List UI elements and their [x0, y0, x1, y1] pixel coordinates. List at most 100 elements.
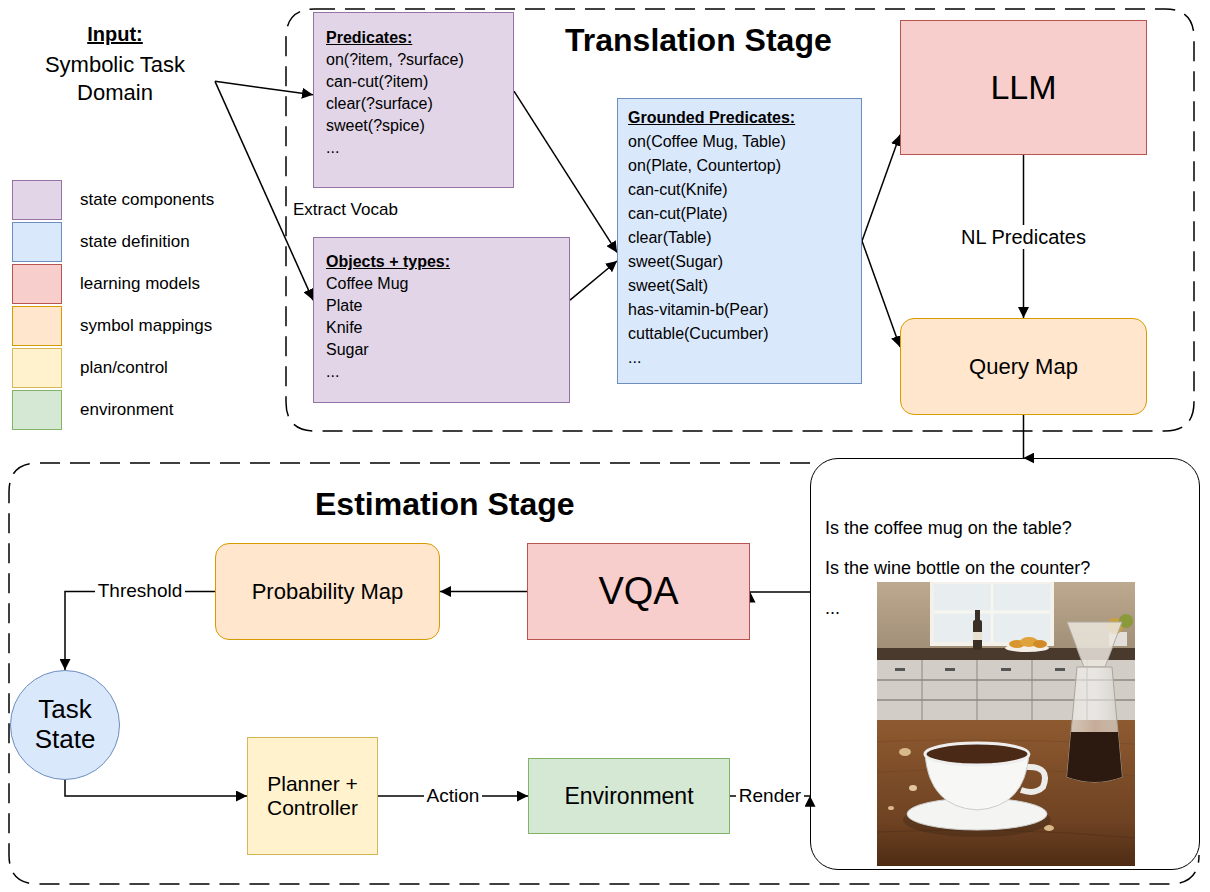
legend-swatch: [12, 306, 62, 346]
box-text: clear(?surface): [326, 93, 501, 115]
illustration-part: [932, 611, 1052, 614]
predicates-box: Predicates:on(?item, ?surface)can-cut(?i…: [313, 12, 514, 188]
box-text: cuttable(Cucumber): [628, 322, 851, 346]
edge-label: Threshold: [95, 580, 186, 603]
box-text: Plate: [326, 295, 557, 317]
connector: [65, 780, 247, 796]
box-text: on(Plate, Countertop): [628, 154, 851, 178]
connector: [215, 81, 313, 94]
box-text: Task State: [11, 695, 119, 755]
probability-map-box: Probability Map: [215, 543, 440, 640]
stage-region: Estimation Stage Is the coffee mug on the…: [8, 462, 1200, 885]
box-text: can-cut(?item): [326, 71, 501, 93]
illustration-part: [973, 620, 982, 650]
connector: [862, 135, 900, 241]
coffee-cup: [903, 743, 1051, 837]
box-text: Sugar: [326, 339, 557, 361]
box-text: sweet(Sugar): [628, 250, 851, 274]
box-text: Environment: [564, 783, 693, 809]
illustration-part: [877, 720, 1135, 866]
box-heading: Predicates:: [326, 27, 501, 49]
edge-label: Render: [736, 785, 804, 808]
connector: [750, 591, 810, 593]
box-text: Probability Map: [252, 579, 404, 604]
box-text: has-vitamin-b(Pear): [628, 298, 851, 322]
connector: [440, 591, 527, 593]
dashed-border: [9, 463, 1199, 884]
illustration-part: [945, 668, 955, 671]
legend-text: learning models: [80, 274, 200, 294]
box-text: clear(Table): [628, 226, 851, 250]
illustration-part: [1033, 640, 1047, 648]
box-text: Planner + Controller: [248, 772, 377, 820]
dashed-border: [286, 9, 1194, 431]
illustration-part: [1055, 668, 1065, 671]
query-text: Is the coffee mug on the table?: [825, 517, 1185, 539]
connector: [570, 261, 617, 300]
box-text: LLM: [990, 68, 1056, 107]
box-text: can-cut(Plate): [628, 202, 851, 226]
illustration-part: [1001, 668, 1011, 671]
illustration-part: [899, 748, 911, 756]
vqa-box: VQA: [527, 543, 750, 640]
legend-text: plan/control: [80, 358, 168, 378]
environment-box: Environment: [528, 758, 730, 834]
stage-region: Translation Stage Predicates:on(?item, ?s…: [285, 8, 1195, 432]
illustration-part: [977, 660, 978, 720]
connector: [215, 81, 313, 300]
coffee-maker: [1067, 622, 1122, 782]
stage-title: Translation Stage: [565, 21, 832, 59]
box-text: ...: [326, 361, 557, 383]
edge-label: Action: [424, 785, 483, 808]
box-text: sweet(Salt): [628, 274, 851, 298]
connector: [378, 795, 528, 797]
input-label: Input:Symbolic Task Domain: [15, 20, 215, 112]
connector: [1023, 415, 1025, 458]
box-text: can-cut(Knife): [628, 178, 851, 202]
planner-controller-box: Planner + Controller: [247, 737, 378, 855]
box-text: on(?item, ?surface): [326, 49, 501, 71]
illustration-part: [1067, 622, 1122, 667]
stage-title: Estimation Stage: [315, 485, 575, 523]
connector: [1023, 155, 1025, 318]
box-text: VQA: [598, 570, 678, 614]
connector: [65, 592, 215, 671]
query-map-box: Query Map: [900, 318, 1147, 415]
illustration-part: [925, 743, 1029, 765]
illustration-part: [1032, 660, 1033, 720]
kitchen-illustration: [877, 582, 1135, 866]
box-text: ...: [628, 346, 851, 370]
objects-box: Objects + types:Coffee MugPlateKnifeSuga…: [313, 237, 570, 403]
box-text: ...: [326, 137, 501, 159]
illustration-part: [1067, 732, 1122, 782]
edge-label: NL Predicates: [958, 225, 1089, 249]
task-state-circle: Task State: [10, 670, 120, 780]
legend-text: symbol mappings: [80, 316, 212, 336]
query-text: ...: [825, 597, 1185, 619]
illustration-part: [932, 582, 1052, 644]
legend-swatch: [12, 222, 62, 262]
illustration-part: [973, 632, 982, 640]
box-text: Symbolic Task Domain: [15, 51, 215, 106]
query-text: Is the wine bottle on the counter?: [825, 557, 1185, 579]
legend-swatch: [12, 390, 62, 430]
box-text: Knife: [326, 317, 557, 339]
legend-text: environment: [80, 400, 174, 420]
box-text: Coffee Mug: [326, 273, 557, 295]
illustration-part: [1067, 667, 1122, 782]
llm-box: LLM: [900, 20, 1147, 155]
illustration-part: [909, 785, 917, 791]
box-heading: Grounded Predicates:: [628, 106, 851, 130]
box-text: sweet(?spice): [326, 115, 501, 137]
legend-swatch: [12, 264, 62, 304]
grounded-predicates-box: Grounded Predicates:on(Coffee Mug, Table…: [617, 98, 862, 384]
legend-swatch: [12, 180, 62, 220]
wooden-table: [877, 720, 1135, 866]
edge-label: Extract Vocab: [290, 200, 401, 220]
box-text: Query Map: [969, 354, 1078, 379]
illustration-part: [932, 582, 1052, 644]
legend-text: state components: [80, 190, 214, 210]
box-text: on(Coffee Mug, Table): [628, 130, 851, 154]
box-heading: Objects + types:: [326, 251, 557, 273]
